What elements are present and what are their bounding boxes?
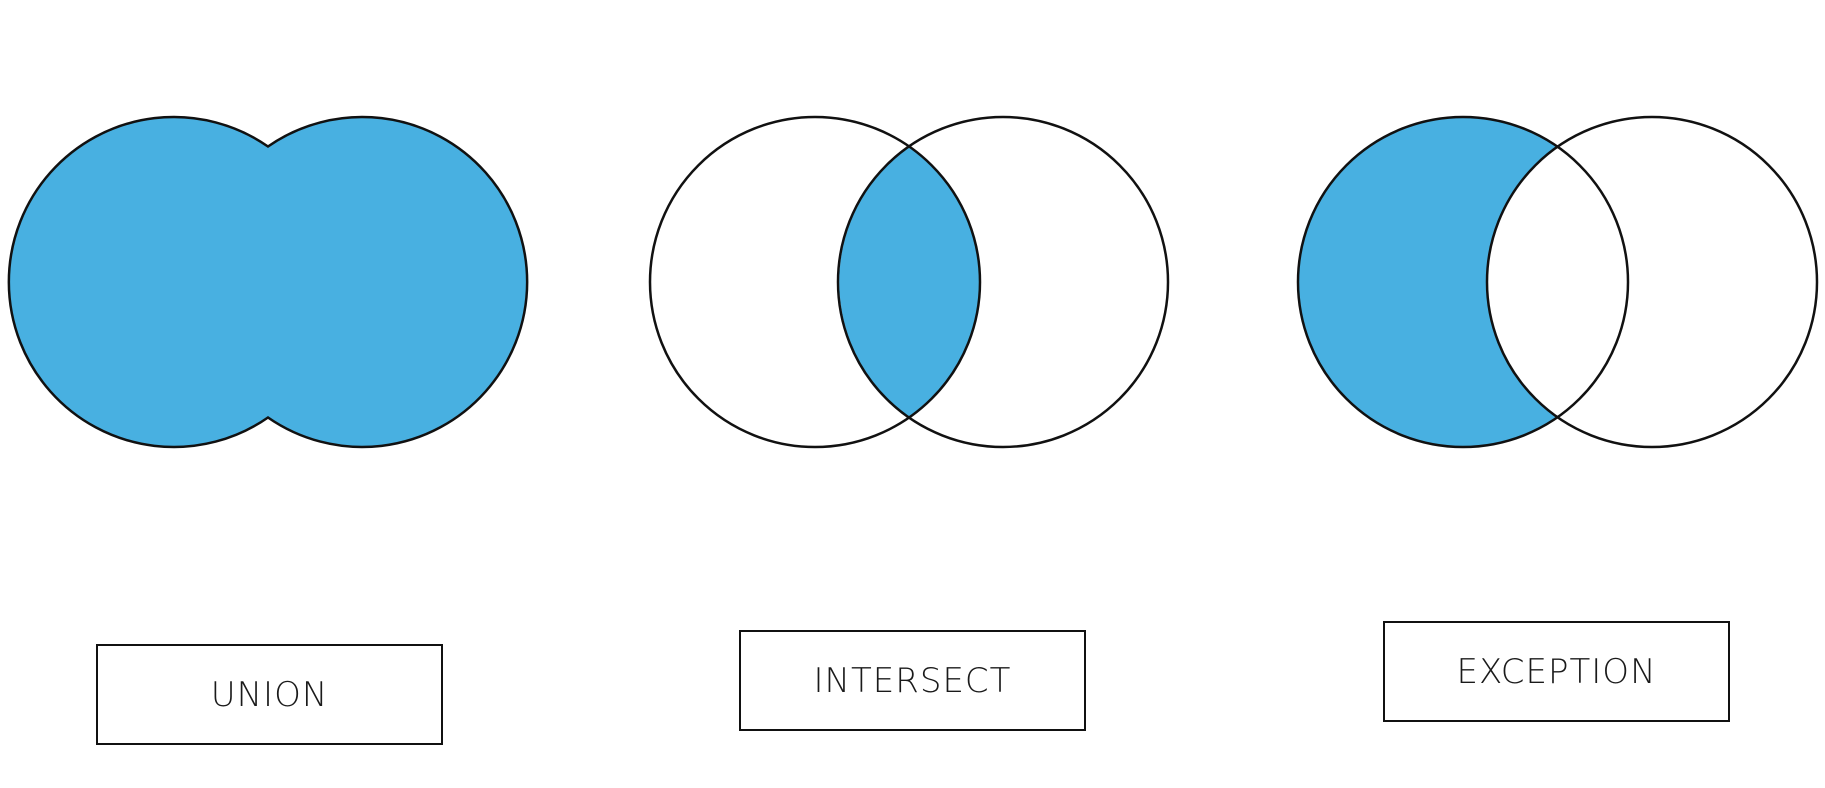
exception-fill-region: [1298, 117, 1558, 448]
union-fill-region: [8, 117, 528, 448]
intersect-fill-region: [839, 146, 981, 418]
intersect-label: INTERSECT: [813, 660, 1012, 701]
intersect-circle-left: [648, 115, 982, 449]
venn-union: [7, 115, 529, 449]
exception-label: EXCEPTION: [1456, 651, 1657, 692]
intersect-circle-right: [836, 115, 1170, 449]
union-label-box: UNION: [96, 644, 443, 745]
union-label: UNION: [210, 674, 329, 715]
union-outline: [7, 115, 529, 449]
exception-circle-right: [1485, 115, 1819, 449]
venn-intersect: [648, 115, 1170, 449]
intersect-label-box: INTERSECT: [739, 630, 1086, 731]
exception-circle-left: [1296, 115, 1630, 449]
exception-label-box: EXCEPTION: [1383, 621, 1730, 722]
venn-exception: [1296, 115, 1819, 449]
